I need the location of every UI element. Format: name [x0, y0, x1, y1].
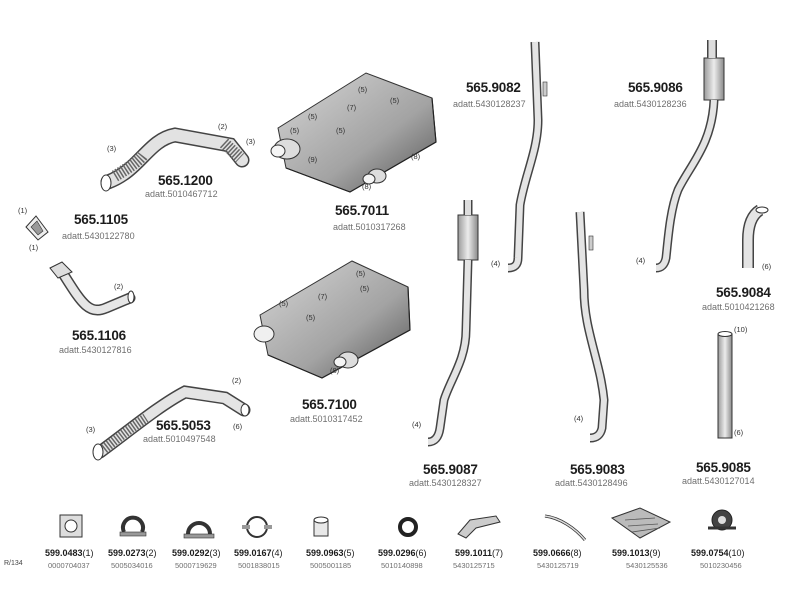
part-599-0483-image — [59, 514, 83, 538]
callout-5: (5) — [308, 112, 318, 121]
callout-6: (6) — [762, 262, 772, 271]
adatt-code-565-9083: adatt.5430128496 — [555, 478, 628, 488]
part-599-0167-image — [242, 516, 272, 538]
part-number-565-9085: 565.9085 — [696, 460, 751, 475]
gasket-565-1105 — [25, 215, 49, 241]
callout-8: (8) — [362, 182, 372, 191]
adatt-code-565-7011: adatt.5010317268 — [333, 222, 406, 232]
pipe-565-9085 — [717, 331, 733, 439]
callout-3: (3) — [86, 425, 96, 434]
small-part-code-599-0167: 5001838015 — [238, 561, 280, 570]
small-part-code-599-0273: 5005034016 — [111, 561, 153, 570]
callout-5: (5) — [390, 96, 400, 105]
adatt-code-565-9082: adatt.5430128237 — [453, 99, 526, 109]
part-number-565-1105: 565.1105 — [74, 212, 128, 227]
adatt-code-565-9084: adatt.5010421268 — [702, 302, 775, 312]
small-part-599-0754: 599.0754(10) — [691, 548, 745, 558]
callout-4: (4) — [412, 420, 422, 429]
part-599-1013-image — [610, 507, 672, 539]
callout-9: (9) — [308, 155, 318, 164]
part-599-0273-image — [119, 515, 147, 537]
small-part-599-0483: 599.0483(1) — [45, 548, 94, 558]
pipe-565-1106 — [49, 261, 136, 316]
part-number-565-7100: 565.7100 — [302, 397, 357, 412]
part-599-0963-image — [313, 516, 329, 537]
callout-8: (8) — [411, 152, 421, 161]
small-part-code-599-1013: 5430125536 — [626, 561, 668, 570]
callout-5: (5) — [306, 313, 316, 322]
tailpipe-565-9086 — [655, 40, 725, 273]
adatt-code-565-9087: adatt.5430128327 — [409, 478, 482, 488]
callout-4: (4) — [491, 259, 501, 268]
part-number-565-9087: 565.9087 — [423, 462, 478, 477]
part-599-0666-image — [544, 514, 587, 541]
callout-8: (8) — [330, 366, 340, 375]
muffler-565-7011 — [270, 72, 437, 193]
adatt-code-565-7100: adatt.5010317452 — [290, 414, 363, 424]
part-number-565-9082: 565.9082 — [466, 80, 521, 95]
adatt-code-565-9086: adatt.5430128236 — [614, 99, 687, 109]
callout-4: (4) — [636, 256, 646, 265]
callout-5: (5) — [279, 299, 289, 308]
small-part-code-599-0754: 5010230456 — [700, 561, 742, 570]
callout-6: (6) — [233, 422, 243, 431]
callout-6: (6) — [734, 428, 744, 437]
callout-5: (5) — [356, 269, 366, 278]
small-part-code-599-0292: 5000719629 — [175, 561, 217, 570]
part-number-565-9083: 565.9083 — [570, 462, 625, 477]
small-part-599-1011: 599.1011(7) — [455, 548, 504, 558]
callout-2: (2) — [232, 376, 242, 385]
part-number-565-1106: 565.1106 — [72, 328, 126, 343]
adatt-code-565-5053: adatt.5010497548 — [143, 434, 216, 444]
part-599-0296-image — [398, 517, 418, 537]
callout-5: (5) — [336, 126, 346, 135]
small-part-code-599-0963: 5005001185 — [310, 561, 352, 570]
small-part-code-599-0296: 5010140898 — [381, 561, 423, 570]
pipe-565-5053 — [92, 385, 251, 461]
part-599-0754-image — [708, 509, 736, 531]
small-part-599-0273: 599.0273(2) — [108, 548, 157, 558]
callout-2: (2) — [218, 122, 228, 131]
small-part-599-1013: 599.1013(9) — [612, 548, 661, 558]
small-part-599-0666: 599.0666(8) — [533, 548, 582, 558]
small-part-599-0292: 599.0292(3) — [172, 548, 221, 558]
small-part-code-599-0483: 0000704037 — [48, 561, 90, 570]
part-number-565-5053: 565.5053 — [156, 418, 211, 433]
small-part-code-599-0666: 5430125719 — [537, 561, 579, 570]
part-599-0292-image — [183, 521, 215, 539]
callout-10: (10) — [734, 325, 748, 334]
callout-4: (4) — [574, 414, 584, 423]
tailpipe-565-9087 — [427, 200, 479, 447]
adatt-code-565-1106: adatt.5430127816 — [59, 345, 132, 355]
adatt-code-565-9085: adatt.5430127014 — [682, 476, 755, 486]
callout-3: (3) — [107, 144, 117, 153]
tailpipe-565-9083 — [575, 211, 609, 443]
small-part-code-599-1011: 5430125715 — [453, 561, 495, 570]
callout-2: (2) — [114, 282, 124, 291]
pipe-565-9084 — [742, 204, 769, 268]
part-number-565-9084: 565.9084 — [716, 285, 771, 300]
callout-5: (5) — [360, 284, 370, 293]
callout-3: (3) — [246, 137, 256, 146]
tailpipe-565-9082 — [507, 41, 548, 273]
small-part-599-0296: 599.0296(6) — [378, 548, 427, 558]
small-part-599-0963: 599.0963(5) — [306, 548, 355, 558]
part-number-565-7011: 565.7011 — [335, 203, 389, 218]
callout-1: (1) — [29, 243, 39, 252]
part-number-565-9086: 565.9086 — [628, 80, 683, 95]
callout-7: (7) — [347, 103, 357, 112]
callout-1: (1) — [18, 206, 28, 215]
callout-5: (5) — [358, 85, 368, 94]
part-599-1011-image — [457, 515, 501, 539]
muffler-565-7100 — [253, 260, 411, 379]
part-number-565-1200: 565.1200 — [158, 173, 213, 188]
callout-5: (5) — [290, 126, 300, 135]
pipe-565-1200 — [100, 127, 250, 192]
callout-7: (7) — [318, 292, 328, 301]
small-part-599-0167: 599.0167(4) — [234, 548, 283, 558]
adatt-code-565-1200: adatt.5010467712 — [145, 189, 218, 199]
page-reference: R/134 — [4, 560, 23, 567]
adatt-code-565-1105: adatt.5430122780 — [62, 231, 135, 241]
